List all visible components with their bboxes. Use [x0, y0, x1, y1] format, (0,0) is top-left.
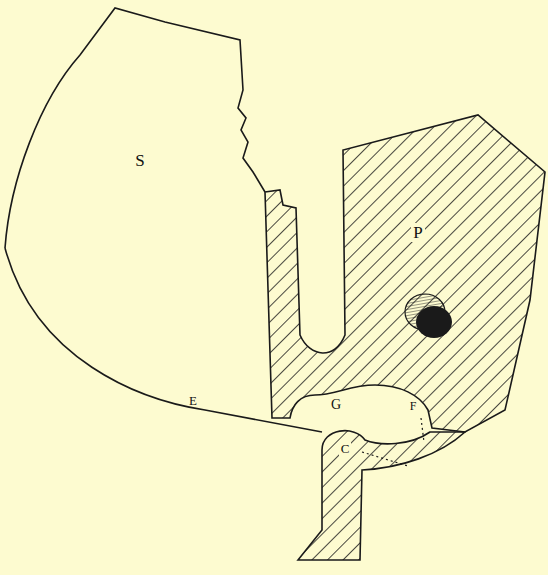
part-letter: F: [408, 399, 419, 413]
dotted-line: [362, 452, 408, 466]
part-letter: E: [187, 393, 199, 408]
part-letter: C: [339, 441, 352, 456]
hatched-column-c: [298, 431, 465, 560]
part-letter: G: [329, 397, 343, 413]
part-letter: P: [411, 223, 424, 242]
hatched-region-p: [265, 115, 545, 432]
outline-s: [5, 8, 265, 248]
dark-core: [416, 306, 452, 338]
part-letter: S: [133, 151, 146, 170]
dotted-line: [421, 418, 424, 442]
